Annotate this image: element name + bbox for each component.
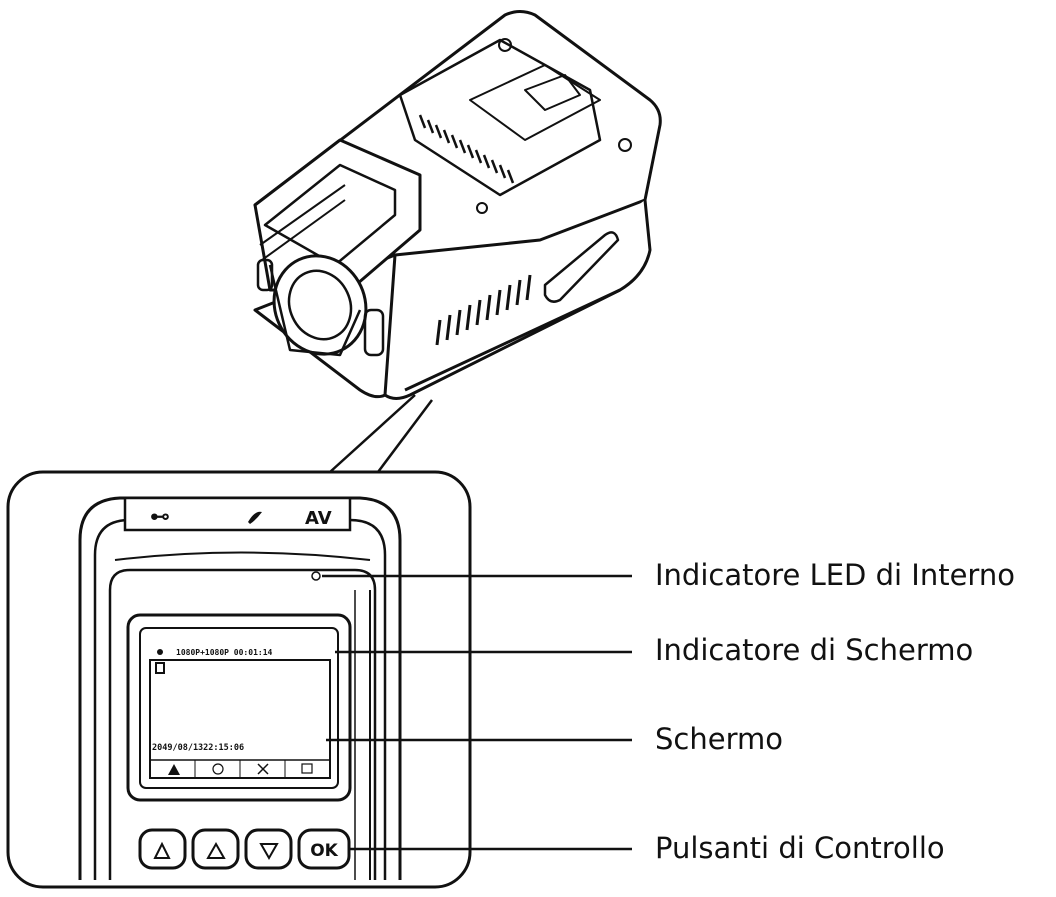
vent-slots-side <box>435 274 532 346</box>
ok-button-label: OK <box>310 841 338 861</box>
led-indicator <box>311 571 321 581</box>
arrow-up-icon <box>206 841 226 859</box>
label-screen: Schermo <box>655 722 783 756</box>
usb-icon: ⊷ <box>150 504 170 528</box>
lens-icon <box>287 269 353 341</box>
label-control-buttons: Pulsanti di Controllo <box>655 831 945 865</box>
screen-timestamp: 2049/08/1322:15:06 <box>152 743 244 753</box>
leader-lines <box>322 574 632 851</box>
arrow-down-icon <box>259 843 279 861</box>
mount-hole <box>476 202 488 214</box>
emergency-button[interactable] <box>138 828 187 870</box>
zoom-callout-lines <box>329 394 433 473</box>
screen-display <box>149 659 331 779</box>
av-port-label: AV <box>305 508 332 529</box>
microphone-icon <box>248 511 262 524</box>
label-screen-indicator: Indicatore di Schermo <box>655 633 974 667</box>
port-strip <box>123 496 352 532</box>
label-led-indicator: Indicatore LED di Interno <box>655 558 1015 592</box>
record-icon <box>212 763 224 775</box>
detail-view: ⊷ AV 1080P+1080P 00:01:14 2049/08/1322:1… <box>6 470 472 889</box>
vent-slots-top <box>418 114 515 184</box>
warning-triangle-icon <box>153 841 171 859</box>
down-button[interactable] <box>244 828 293 870</box>
emergency-icon <box>168 764 180 775</box>
lens-housing <box>253 138 422 357</box>
dashcam-3d-view <box>253 10 662 400</box>
playback-icon <box>301 763 313 774</box>
screen-status-line: 1080P+1080P 00:01:14 <box>176 648 273 657</box>
recording-dot <box>157 649 163 655</box>
sd-card-slot <box>543 231 620 303</box>
up-button[interactable] <box>191 828 240 870</box>
settings-icon <box>257 763 269 775</box>
